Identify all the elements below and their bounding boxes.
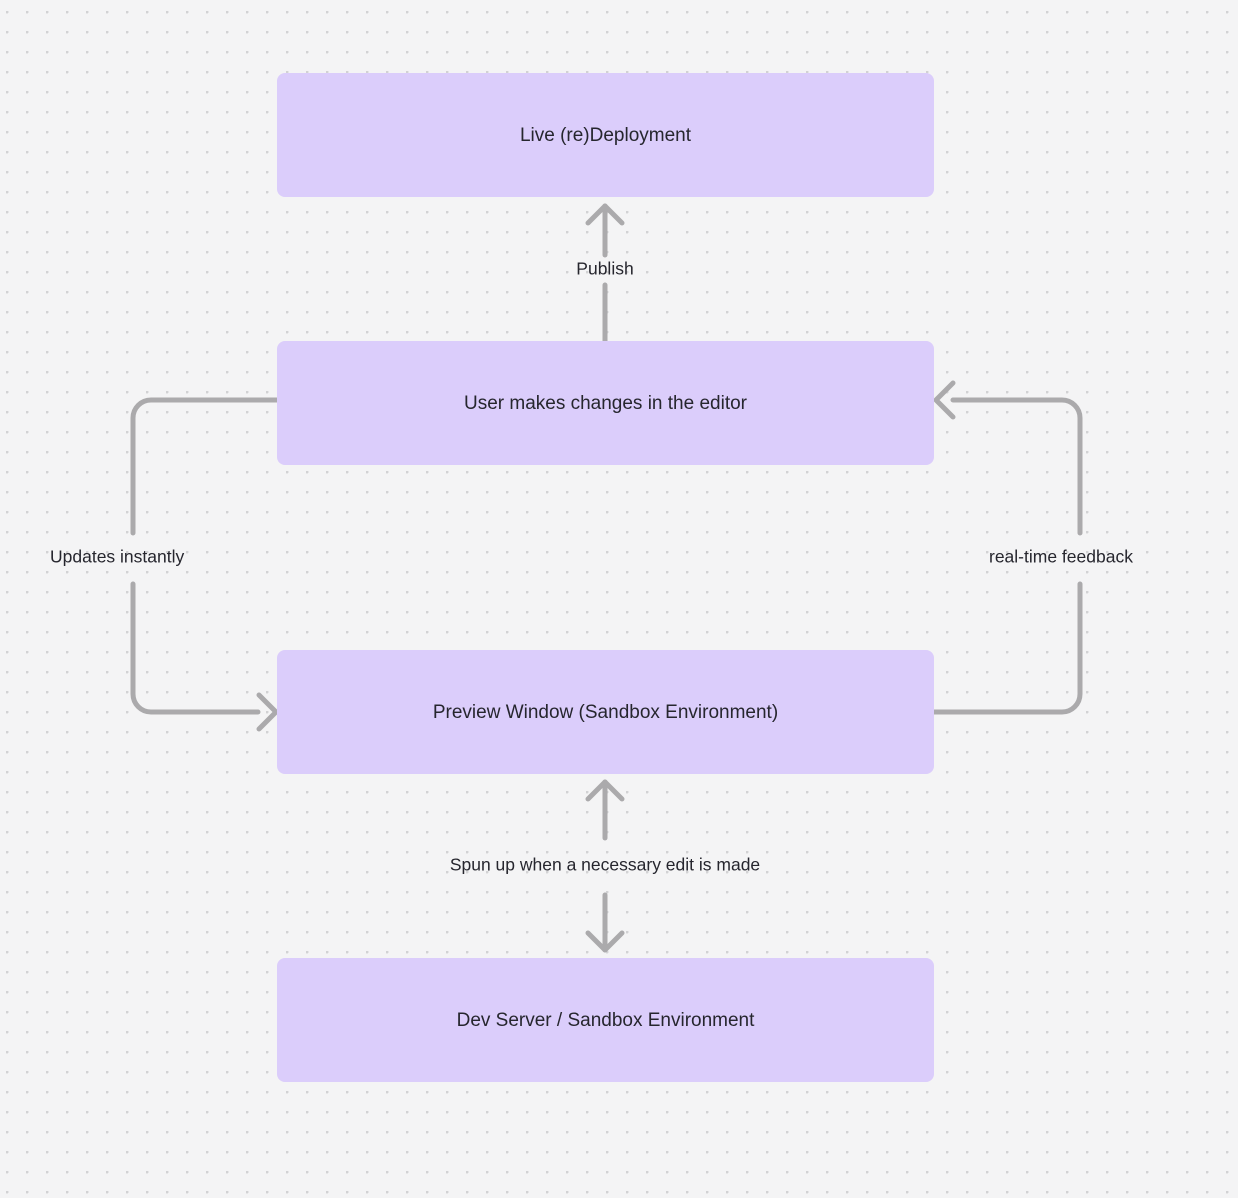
edge-updates-lower-segment <box>130 581 261 715</box>
node-preview-window-label: Preview Window (Sandbox Environment) <box>433 702 778 723</box>
node-live-deployment[interactable]: Live (re)Deployment <box>277 73 934 197</box>
edge-real-time-feedback[interactable] <box>931 380 1083 715</box>
node-user-edits[interactable]: User makes changes in the editor <box>277 341 934 465</box>
edge-label-updates-instantly: Updates instantly <box>50 547 184 567</box>
node-live-deployment-label: Live (re)Deployment <box>520 125 692 146</box>
edge-feedback-lower-segment <box>931 581 1083 715</box>
edge-publish[interactable] <box>585 203 625 344</box>
node-dev-server-box[interactable] <box>277 958 934 1082</box>
edge-updates-upper-segment <box>130 397 280 536</box>
node-preview-window-box[interactable] <box>277 650 934 774</box>
node-live-deployment-box[interactable] <box>277 73 934 197</box>
arrowhead-up-icon <box>585 779 625 802</box>
arrowhead-right-icon <box>256 692 279 732</box>
node-dev-server[interactable]: Dev Server / Sandbox Environment <box>277 958 934 1082</box>
arrowhead-down-icon <box>585 930 625 953</box>
edge-label-publish: Publish <box>576 259 633 279</box>
edge-feedback-upper-segment <box>950 397 1083 536</box>
edge-label-spun-up: Spun up when a necessary edit is made <box>450 855 760 875</box>
node-user-edits-label: User makes changes in the editor <box>464 393 748 414</box>
edge-spun-up[interactable] <box>585 779 625 953</box>
node-dev-server-label: Dev Server / Sandbox Environment <box>457 1010 756 1031</box>
arrowhead-up-icon <box>585 203 625 226</box>
edge-label-real-time-feedback: real-time feedback <box>989 547 1133 567</box>
node-preview-window[interactable]: Preview Window (Sandbox Environment) <box>277 650 934 774</box>
edge-updates-instantly[interactable] <box>130 397 280 732</box>
arrowhead-left-icon <box>933 380 956 420</box>
node-user-edits-box[interactable] <box>277 341 934 465</box>
